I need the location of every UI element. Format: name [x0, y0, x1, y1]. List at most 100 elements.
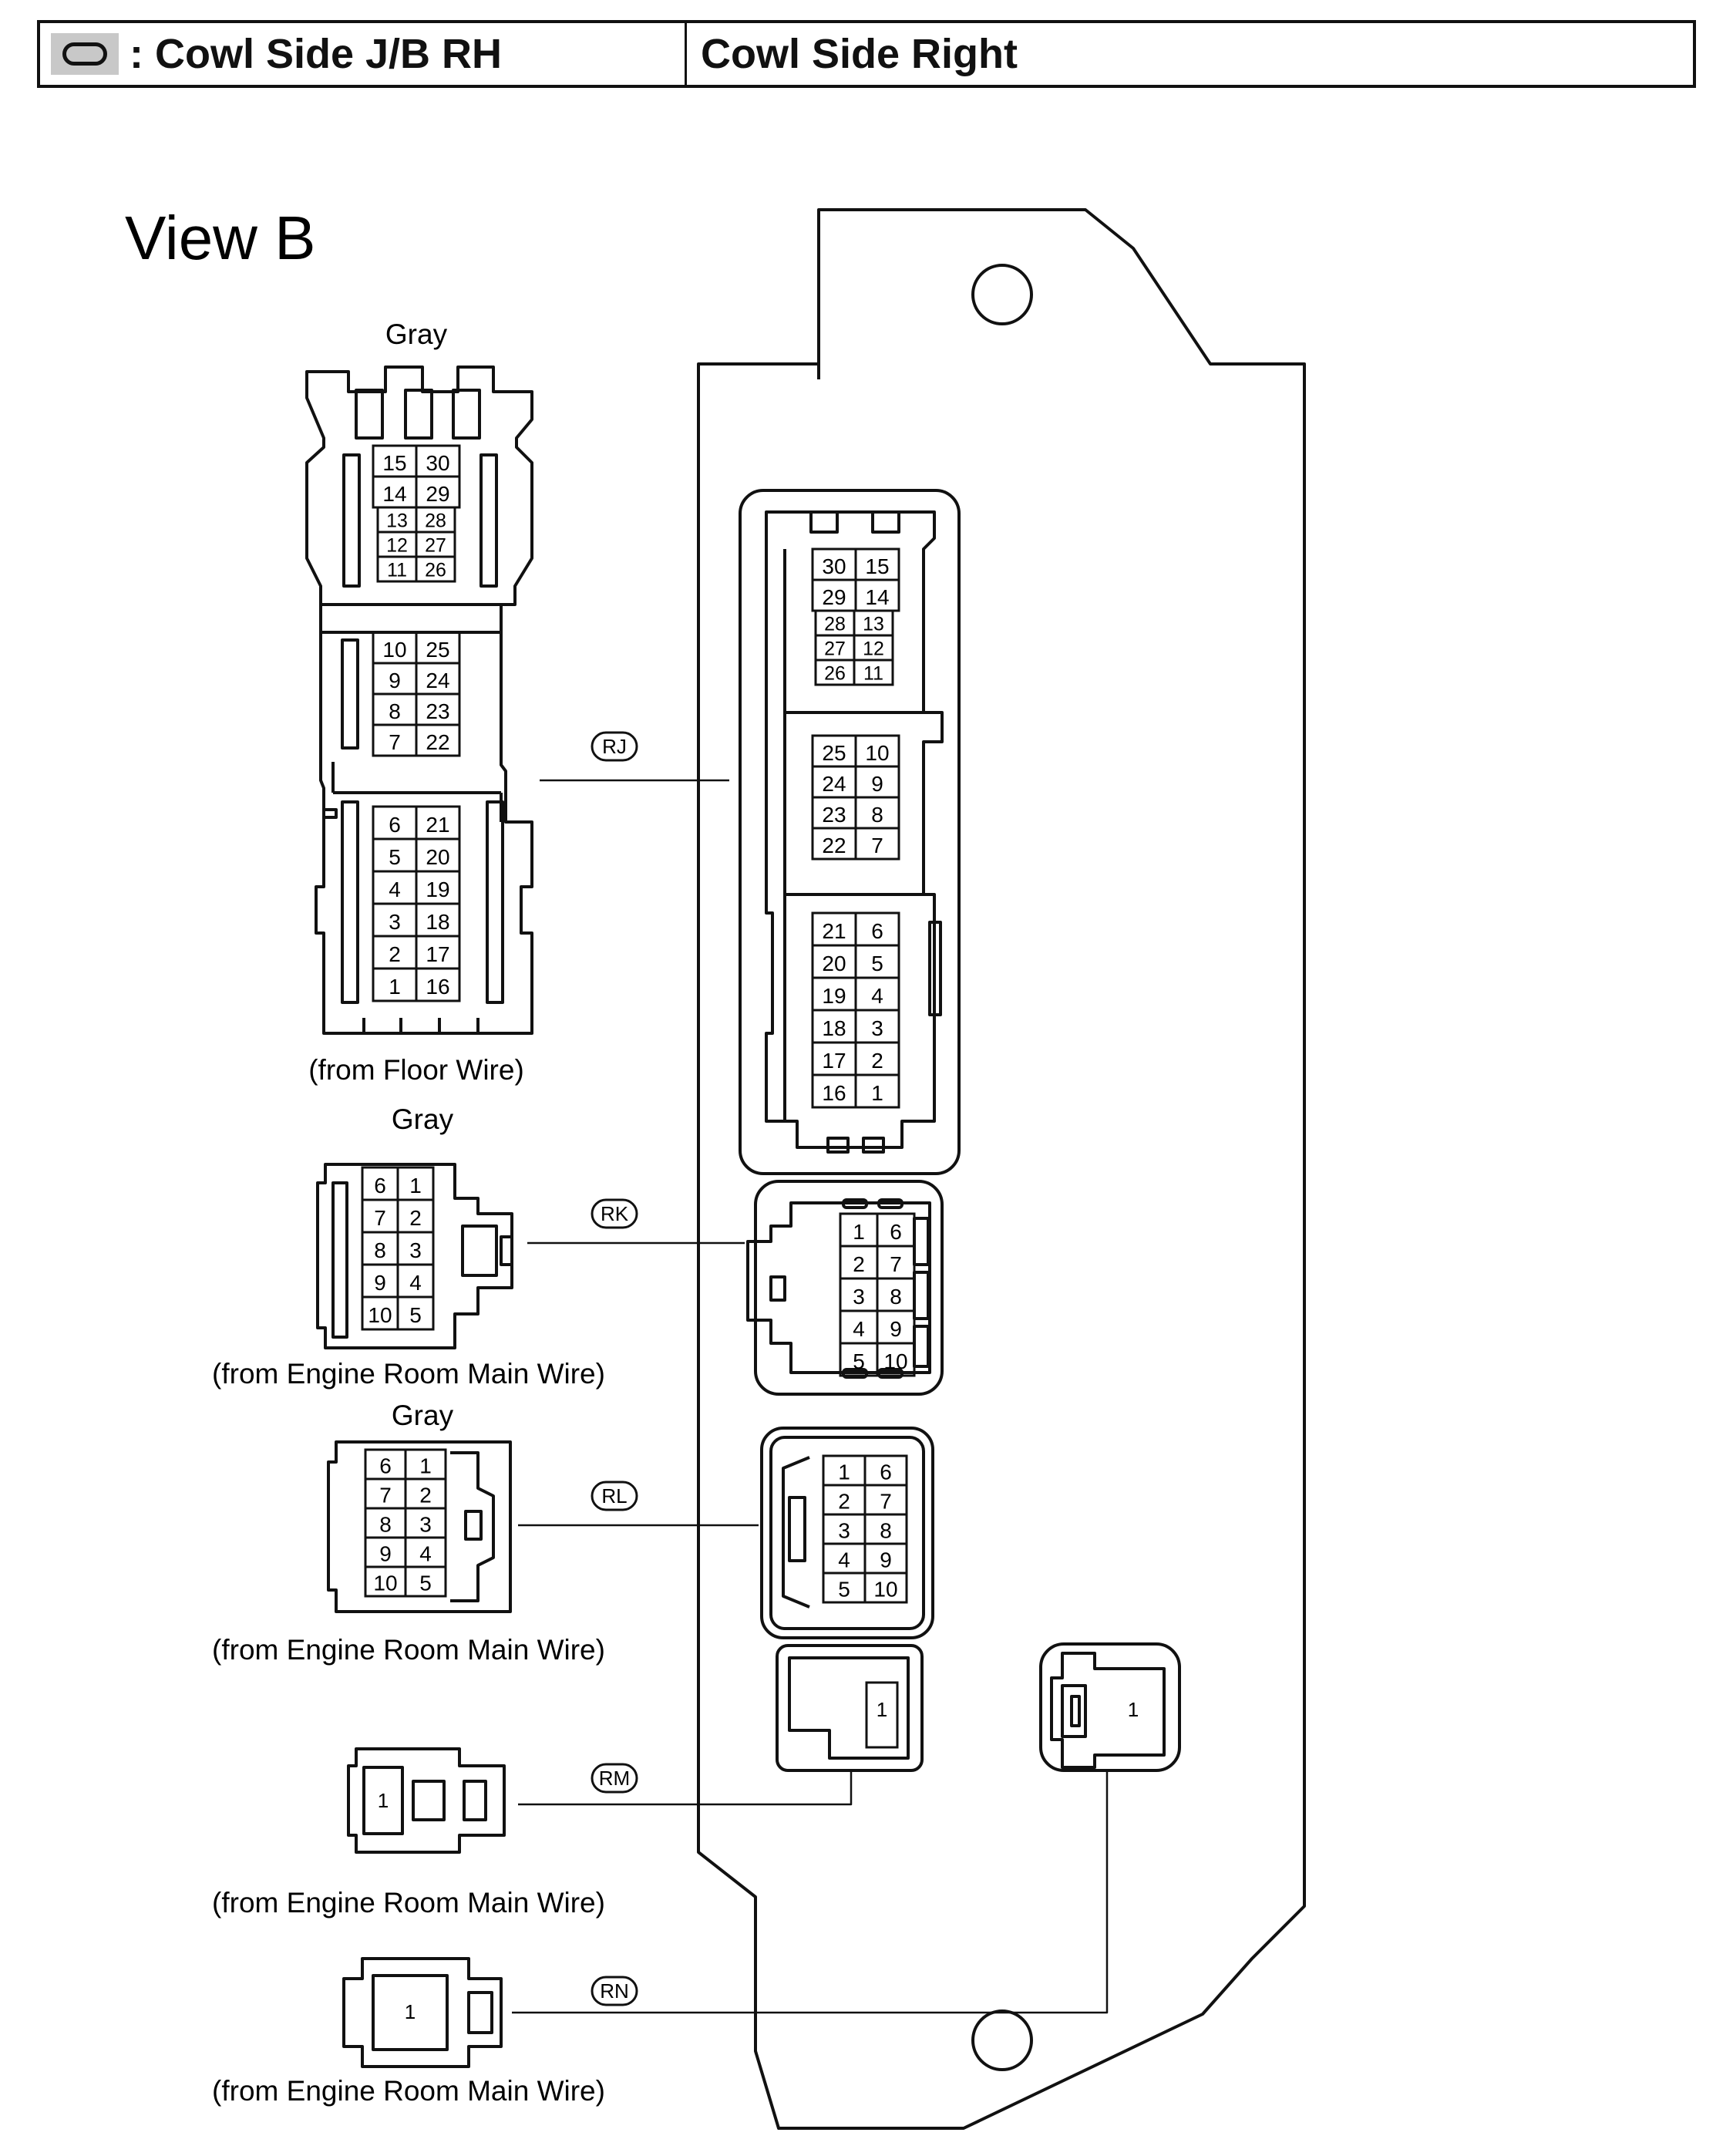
rounded-rectangle-icon	[51, 33, 119, 75]
pin-cell	[863, 1572, 908, 1604]
rk-wire-label: (from Engine Room Main Wire)	[212, 1358, 605, 1390]
pin-number: 19	[822, 984, 846, 1008]
pin-number: 3	[409, 1238, 422, 1262]
pin-number: 2	[853, 1252, 865, 1276]
rn-wire-label: (from Engine Room Main Wire)	[212, 2075, 605, 2107]
pin-number: 6	[379, 1454, 392, 1477]
rj-block-housing	[739, 489, 961, 1175]
pin-number: 6	[389, 813, 401, 837]
pin-number: 5	[838, 1577, 850, 1601]
pin-number: 1	[871, 1081, 883, 1105]
pin-cell	[853, 659, 894, 686]
rm-block-socket	[776, 1644, 924, 1772]
pin-number: 2	[409, 1206, 422, 1230]
pin-number: 26	[425, 560, 446, 581]
pin-number: 10	[873, 1577, 897, 1601]
pin-number: 2	[871, 1049, 883, 1073]
pin-number: 5	[853, 1349, 865, 1373]
pin-number: 7	[871, 834, 883, 857]
pin-number: 21	[426, 813, 449, 837]
pin-number: 1	[419, 1454, 432, 1477]
rm-left-housing	[347, 1747, 506, 1854]
pin-number: 21	[822, 919, 846, 943]
header-bar: : Cowl Side J/B RH Cowl Side Right	[37, 20, 1696, 88]
pin-number: 24	[822, 772, 846, 796]
rj-code-label: RJ	[602, 735, 627, 758]
rn-block-pin-label: 1	[1128, 1698, 1139, 1721]
view-title: View B	[125, 204, 316, 272]
pin-number: 4	[853, 1317, 865, 1341]
pin-number: 19	[426, 878, 449, 901]
pin-number: 24	[426, 669, 449, 692]
pin-number: 23	[822, 803, 846, 827]
pin-number: 6	[871, 919, 883, 943]
rn-leader-line	[512, 1770, 1109, 2014]
pin-number: 10	[373, 1571, 397, 1595]
pin-number: 15	[382, 451, 406, 475]
pin-number: 13	[863, 614, 884, 635]
rn-block-socket	[1039, 1642, 1181, 1772]
pin-number: 2	[389, 942, 401, 966]
rk-left-housing	[316, 1163, 513, 1349]
pin-number: 1	[853, 1220, 865, 1244]
pin-number: 10	[865, 741, 889, 765]
pin-cell	[396, 1295, 435, 1331]
rm-left-pin-label: 1	[378, 1789, 389, 1812]
pin-number: 3	[419, 1512, 432, 1536]
rk-block-housing	[754, 1180, 944, 1396]
rm-wire-label: (from Engine Room Main Wire)	[212, 1887, 605, 1919]
pin-number: 14	[865, 585, 889, 609]
pin-number: 2	[419, 1483, 432, 1507]
pin-number: 16	[822, 1081, 846, 1105]
pin-number: 9	[880, 1548, 892, 1572]
rl-code-label: RL	[601, 1484, 627, 1508]
pin-number: 8	[379, 1512, 392, 1536]
pin-number: 29	[426, 482, 449, 506]
pin-number: 7	[374, 1206, 386, 1230]
rm-leader-line	[518, 1770, 853, 1806]
pin-number: 3	[838, 1518, 850, 1542]
rj-left-housing	[305, 366, 533, 606]
pin-number: 8	[389, 699, 401, 723]
rl-block-housing	[760, 1427, 934, 1639]
pin-number: 2	[838, 1489, 850, 1513]
pin-number: 9	[871, 772, 883, 796]
pin-number: 7	[389, 730, 401, 754]
pin-number: 5	[409, 1303, 422, 1327]
pin-number: 27	[824, 638, 846, 660]
rk-code-label: RK	[601, 1202, 629, 1225]
pin-number: 12	[386, 535, 408, 557]
pin-number: 1	[838, 1460, 850, 1484]
rn-left-pin-label: 1	[405, 2000, 416, 2023]
pin-number: 30	[426, 451, 449, 475]
header-right-title: Cowl Side Right	[701, 31, 1018, 77]
pin-number: 28	[824, 614, 846, 635]
pin-number: 23	[426, 699, 449, 723]
pin-number: 8	[880, 1518, 892, 1542]
pin-number: 12	[863, 638, 884, 660]
pin-number: 18	[822, 1016, 846, 1040]
pin-number: 17	[822, 1049, 846, 1073]
pin-number: 3	[871, 1016, 883, 1040]
pin-number: 4	[838, 1548, 850, 1572]
pin-number: 17	[426, 942, 449, 966]
pin-number: 14	[382, 482, 406, 506]
pin-number: 10	[382, 638, 406, 662]
pin-number: 10	[883, 1349, 907, 1373]
pin-cell	[415, 555, 456, 583]
pin-number: 22	[822, 834, 846, 857]
pin-number: 11	[863, 663, 883, 685]
pin-number: 4	[871, 984, 883, 1008]
mounting-hole-bottom	[971, 2009, 1033, 2071]
pin-number: 8	[374, 1238, 386, 1262]
rj-wire-label: (from Floor Wire)	[308, 1054, 524, 1086]
pin-number: 4	[389, 878, 401, 901]
rl-wire-label: (from Engine Room Main Wire)	[212, 1634, 605, 1666]
